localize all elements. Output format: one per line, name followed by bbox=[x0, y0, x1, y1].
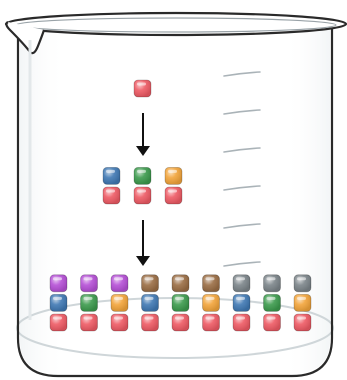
green-monomer-block bbox=[171, 293, 190, 312]
red-monomer-block bbox=[171, 313, 190, 332]
red-monomer-block bbox=[133, 79, 152, 98]
purple-monomer-block bbox=[49, 274, 68, 293]
green-monomer-block bbox=[133, 166, 152, 185]
purple-monomer-block bbox=[110, 274, 129, 293]
graduation-mark bbox=[223, 71, 261, 77]
green-monomer-block bbox=[80, 293, 98, 312]
red-monomer-block bbox=[102, 186, 121, 205]
graduation-mark bbox=[223, 109, 261, 115]
gray-monomer-block bbox=[293, 274, 312, 293]
purple-monomer-block bbox=[80, 274, 98, 293]
graduation-mark bbox=[223, 223, 261, 229]
blue-monomer-block bbox=[232, 293, 251, 312]
blue-monomer-block bbox=[141, 293, 159, 312]
arrows bbox=[136, 113, 150, 266]
red-monomer-block bbox=[202, 313, 220, 332]
monomer-blocks bbox=[49, 79, 312, 332]
red-monomer-block bbox=[263, 313, 281, 332]
graduation-mark bbox=[223, 185, 261, 191]
orange-monomer-block bbox=[293, 293, 312, 312]
gray-monomer-block bbox=[263, 274, 281, 293]
orange-monomer-block bbox=[110, 293, 129, 312]
brown-monomer-block bbox=[141, 274, 159, 293]
red-monomer-block bbox=[164, 186, 183, 205]
gray-monomer-block bbox=[232, 274, 251, 293]
orange-monomer-block bbox=[202, 293, 220, 312]
red-monomer-block bbox=[49, 313, 68, 332]
orange-monomer-block bbox=[164, 166, 183, 185]
graduation-mark bbox=[223, 147, 261, 153]
graduation-mark bbox=[223, 261, 261, 267]
down-arrow bbox=[136, 220, 150, 266]
beaker-outline bbox=[16, 26, 334, 378]
red-monomer-block bbox=[110, 313, 129, 332]
blue-monomer-block bbox=[102, 166, 121, 185]
red-monomer-block bbox=[141, 313, 159, 332]
down-arrow bbox=[136, 113, 150, 156]
red-monomer-block bbox=[133, 186, 152, 205]
red-monomer-block bbox=[232, 313, 251, 332]
brown-monomer-block bbox=[171, 274, 190, 293]
red-monomer-block bbox=[80, 313, 98, 332]
green-monomer-block bbox=[263, 293, 281, 312]
blue-monomer-block bbox=[49, 293, 68, 312]
graduation-marks bbox=[223, 71, 261, 267]
red-monomer-block bbox=[293, 313, 312, 332]
brown-monomer-block bbox=[202, 274, 220, 293]
